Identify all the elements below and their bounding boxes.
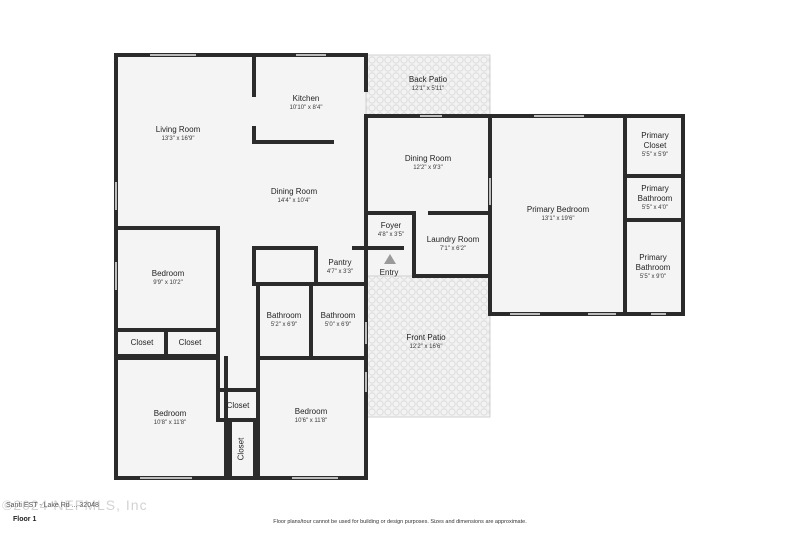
room-bathroom-1: Bathroom 5'2" x 6'9" [267, 311, 302, 329]
room-name: Dining Room [270, 187, 318, 196]
room-dimensions: 5'5" x 9'0" [639, 274, 667, 280]
room-name: Bathroom [266, 311, 302, 320]
room-name: Laundry Room [426, 235, 480, 244]
room-bedroom-1: Bedroom 9'9" x 10'2" [152, 269, 184, 287]
room-dining-room-left: Dining Room 14'4" x 10'4" [271, 187, 317, 205]
room-name: Closet [178, 338, 202, 347]
room-dimensions: 4'7" x 3'3" [326, 269, 354, 275]
room-dining-room-right: Dining Room 12'2" x 9'3" [405, 154, 451, 172]
room-name: Primary Bathroom [635, 253, 671, 272]
room-primary-closet: Primary Closet 5'5" x 5'9" [629, 131, 681, 159]
room-dimensions: 7'1" x 6'2" [439, 246, 467, 252]
entry-arrow-icon [384, 254, 396, 264]
room-dimensions: 10'6" x 11'8" [294, 418, 328, 424]
room-closet-1: Closet [131, 338, 154, 348]
room-name: Closet [226, 401, 250, 410]
room-bathroom-2: Bathroom 5'0" x 6'9" [321, 311, 356, 329]
room-bedroom-2: Bedroom 10'8" x 11'8" [154, 409, 186, 427]
room-living-room: Living Room 13'3" x 16'9" [156, 125, 200, 143]
room-name: Back Patio [408, 75, 448, 84]
disclaimer: Floor plans/tour cannot be used for buil… [273, 519, 527, 525]
room-closet-4: Closet [236, 437, 246, 461]
room-name: Bedroom [153, 409, 187, 418]
room-closet-3: Closet [227, 401, 250, 411]
room-name: Bathroom [320, 311, 356, 320]
room-back-patio: Back Patio 12'1" x 5'11" [409, 75, 447, 93]
room-dimensions: 12'1" x 5'11" [411, 86, 445, 92]
room-name: Closet [130, 338, 154, 347]
room-primary-bedroom: Primary Bedroom 13'1" x 19'6" [527, 205, 589, 223]
floor-fills [116, 55, 683, 478]
watermark: ©2024 NEFMLS, Inc [2, 497, 148, 513]
room-dimensions: 4'8" x 3'5" [377, 232, 405, 238]
room-pantry: Pantry 4'7" x 3'3" [327, 258, 353, 276]
room-dimensions: 5'5" x 5'9" [641, 152, 669, 158]
room-name: Front Patio [406, 333, 446, 342]
room-name: Bedroom [294, 407, 328, 416]
room-dimensions: 5'5" x 4'0" [641, 205, 669, 211]
walls [114, 53, 685, 480]
room-name: Dining Room [404, 154, 452, 163]
room-closet-2: Closet [179, 338, 202, 348]
room-front-patio: Front Patio 12'2" x 16'6" [406, 333, 445, 351]
room-laundry: Laundry Room 7'1" x 6'2" [427, 235, 479, 253]
room-dimensions: 10'10" x 8'4" [289, 105, 323, 111]
room-name: Foyer [380, 221, 402, 230]
entry-label: Entry [379, 268, 399, 277]
room-dimensions: 12'2" x 9'3" [413, 165, 443, 171]
front-patio-area [365, 275, 491, 418]
floor-label: Floor 1 [13, 516, 37, 523]
room-dimensions: 5'2" x 6'9" [270, 322, 298, 328]
room-dimensions: 12'2" x 16'6" [409, 344, 443, 350]
room-bedroom-3: Bedroom 10'6" x 11'8" [295, 407, 327, 425]
address-caption: Santi EST - Lake Rd ... 32048 [6, 502, 99, 509]
room-name: Living Room [155, 125, 201, 134]
room-name: Primary Bathroom [637, 184, 673, 203]
room-name: Primary Bedroom [526, 205, 590, 214]
back-patio-area [365, 54, 491, 117]
room-name: Primary Closet [641, 131, 669, 150]
room-primary-bathroom-2: Primary Bathroom 5'5" x 9'0" [627, 253, 679, 281]
room-name: Kitchen [292, 94, 320, 103]
room-dimensions: 9'9" x 10'2" [153, 280, 183, 286]
room-dimensions: 10'8" x 11'8" [153, 420, 187, 426]
room-dimensions: 5'0" x 6'9" [324, 322, 352, 328]
room-foyer: Foyer 4'8" x 3'5" [378, 221, 404, 239]
room-dimensions: 13'3" x 16'9" [161, 136, 195, 142]
room-dimensions: 14'4" x 10'4" [277, 198, 311, 204]
room-name: Bedroom [151, 269, 185, 278]
room-kitchen: Kitchen 10'10" x 8'4" [290, 94, 323, 112]
room-primary-bathroom-1: Primary Bathroom 5'5" x 4'0" [629, 184, 681, 212]
room-dimensions: 13'1" x 19'6" [541, 216, 575, 222]
windows [115, 54, 666, 479]
room-name: Pantry [328, 258, 352, 267]
